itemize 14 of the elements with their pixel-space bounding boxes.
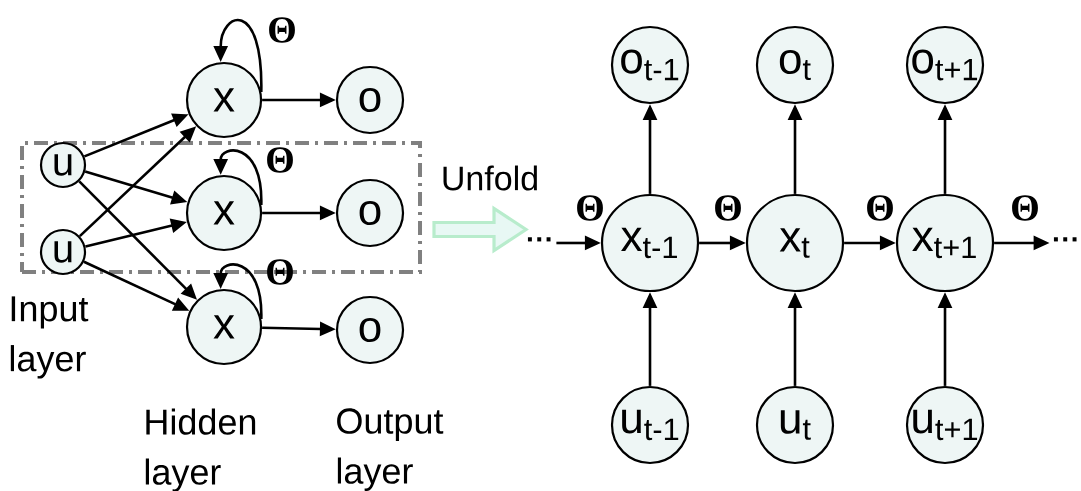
layer-label: Output layer — [337, 408, 444, 491]
ellipsis: ··· — [1053, 237, 1077, 242]
unfold-arrow — [432, 205, 529, 254]
layer-label: Hidden layer — [145, 408, 256, 491]
edge-label: Unfold — [443, 165, 537, 191]
ellipsis: ··· — [527, 237, 551, 242]
edge-label: Θ — [1012, 195, 1038, 221]
edge-label: Θ — [267, 259, 293, 285]
edge-label: Θ — [269, 17, 295, 43]
edge-label: Θ — [267, 147, 293, 173]
edge-label: Θ — [577, 195, 603, 221]
layer-label: Input layer — [10, 296, 89, 379]
edge-label: Θ — [867, 195, 893, 221]
edge-label: Θ — [715, 195, 741, 221]
